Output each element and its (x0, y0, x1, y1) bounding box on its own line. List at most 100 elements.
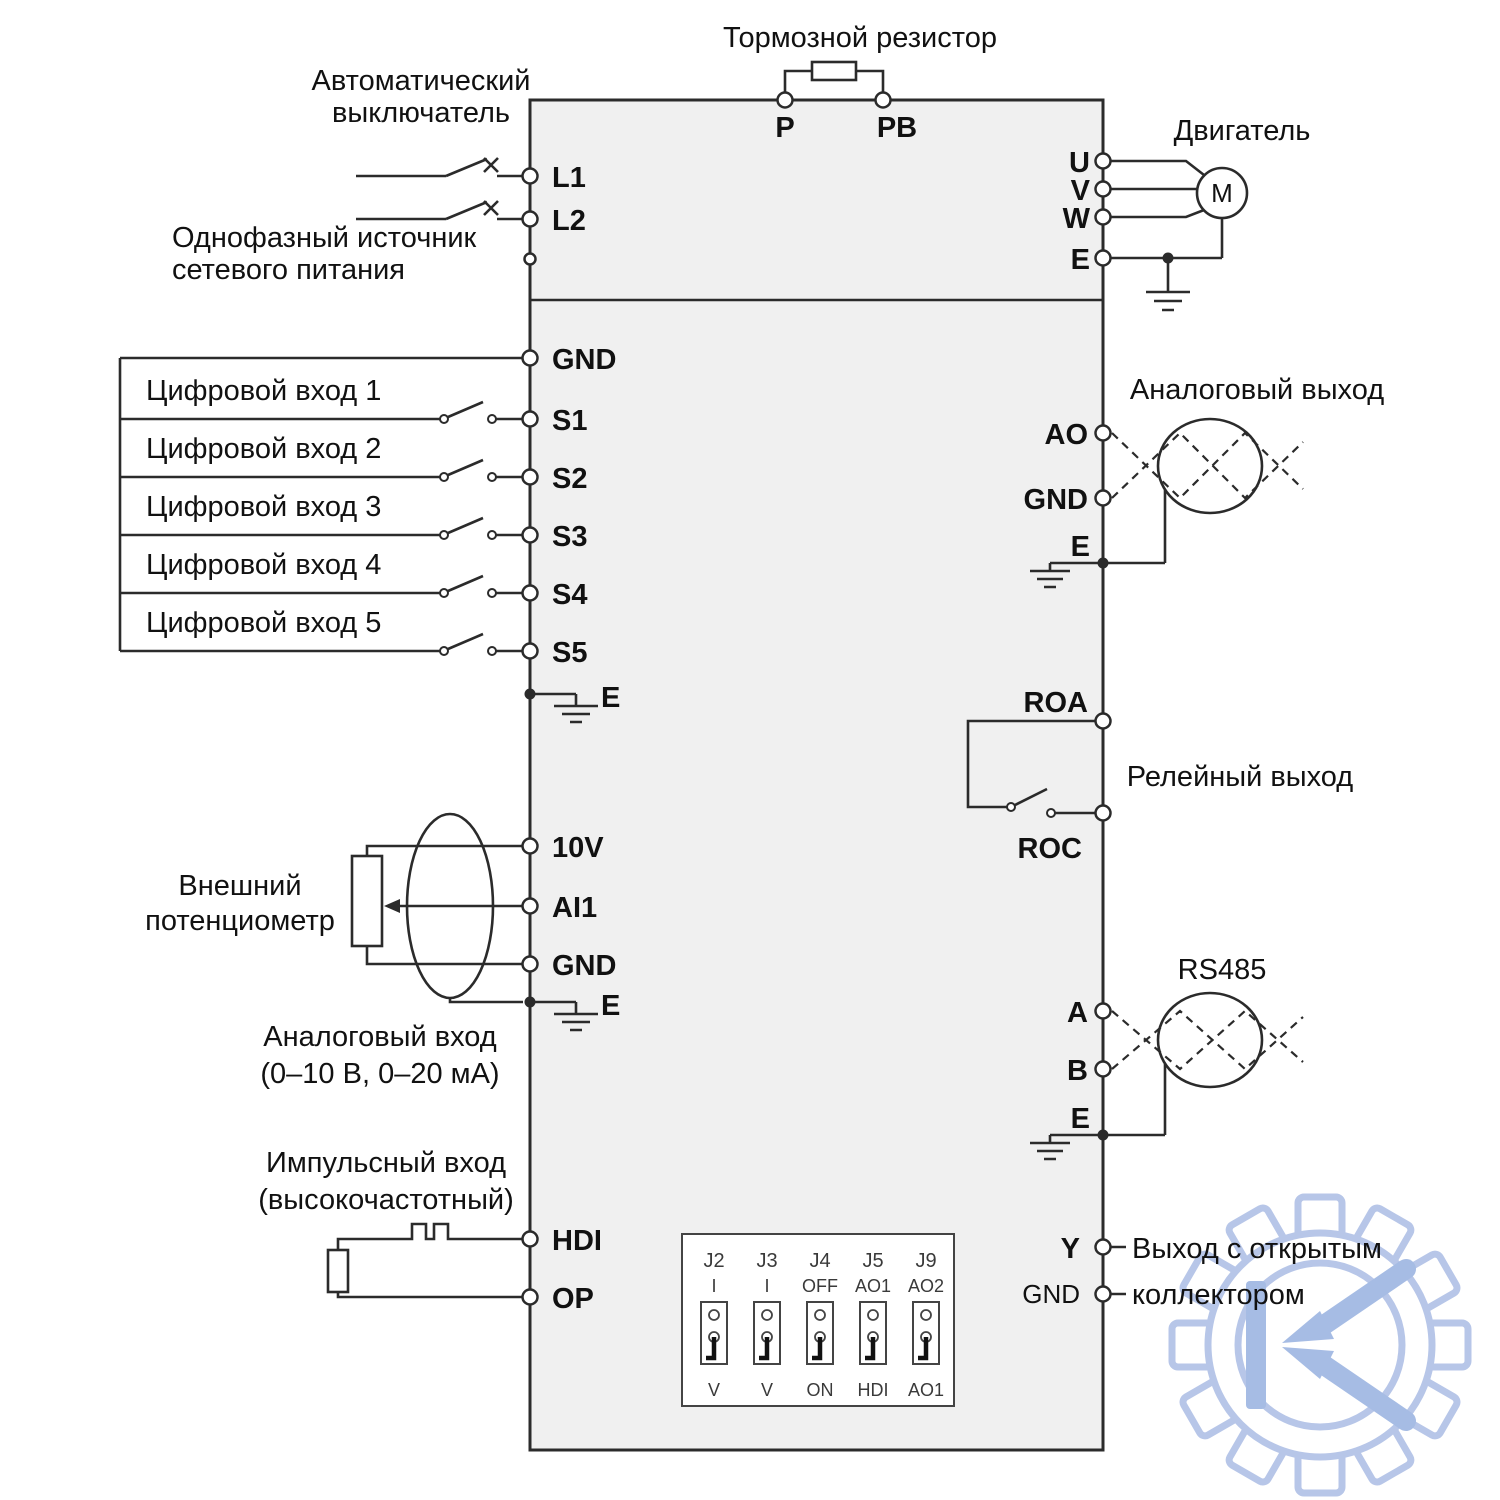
terminal-e-digital-label: E (601, 682, 620, 714)
motor-ground-icon (1146, 290, 1190, 312)
potentiometer-symbol (350, 854, 384, 948)
jumper-j4-bottom: ON (807, 1380, 834, 1400)
brake-resistor-section: Тормозной резистор P PB (723, 22, 997, 144)
terminal-p (776, 91, 794, 109)
terminal-s2 (521, 468, 539, 486)
analog-out-label: Аналоговый выход (1130, 374, 1384, 406)
jumper-j5-top: AO1 (855, 1276, 891, 1296)
digital-inputs-section: GND Цифровой вход 1 S1 Цифровой вход 2 S… (118, 344, 620, 724)
terminal-s1-label: S1 (552, 405, 587, 437)
motor-section: U V W E M Двигатель (1063, 115, 1311, 312)
terminal-roc-label: ROC (1018, 833, 1083, 865)
terminal-e-rs485 (1097, 1129, 1109, 1141)
terminal-ai1 (521, 897, 539, 915)
terminal-hdi (521, 1230, 539, 1248)
open-collector-section: Y GND Выход с открытым коллектором (1022, 1233, 1382, 1311)
terminal-gnd-ao (1094, 489, 1112, 507)
terminal-w-label: W (1063, 203, 1091, 235)
terminal-ao (1094, 424, 1112, 442)
analog-in-label-line2: (0–10 В, 0–20 мА) (260, 1058, 499, 1090)
terminal-s4-label: S4 (552, 579, 587, 611)
terminal-gnd-digital-label: GND (552, 344, 616, 376)
drive-enclosure-box (528, 98, 1105, 1452)
terminal-gnd-analog-label: GND (552, 950, 616, 982)
terminal-10v-label: 10V (552, 832, 604, 864)
pulse-label-line1: Импульсный вход (266, 1147, 506, 1179)
terminal-e-analog-label: E (601, 990, 620, 1022)
motor-label: Двигатель (1174, 115, 1311, 147)
terminal-u (1094, 152, 1112, 170)
digital-input-2-label: Цифровой вход 2 (146, 433, 381, 465)
analog-input-section: 10V AI1 GND E Внешний потенциометр Анало… (145, 812, 620, 1090)
terminal-pb (874, 91, 892, 109)
terminal-u-label: U (1069, 147, 1090, 179)
terminal-s4 (521, 584, 539, 602)
breaker-label-line2: выключатель (332, 97, 510, 129)
jumper-j9-bottom: AO1 (908, 1380, 944, 1400)
terminal-v-label: V (1071, 175, 1091, 207)
breaker-cross-marks (483, 157, 499, 216)
terminal-pe (523, 252, 537, 266)
terminal-v (1094, 180, 1112, 198)
motor-m-label: M (1211, 178, 1233, 208)
source-label-line2: сетевого питания (172, 254, 405, 286)
jumper-j2-name: J2 (703, 1250, 724, 1272)
ext-pot-label-line2: потенциометр (145, 905, 335, 937)
shielded-cable-rs485 (1156, 991, 1264, 1089)
terminal-b-label: B (1067, 1055, 1088, 1087)
digital-input-3-label: Цифровой вход 3 (146, 491, 381, 523)
digital-input-4-label: Цифровой вход 4 (146, 549, 381, 581)
jumper-j9-name: J9 (915, 1250, 936, 1272)
open-collector-label-line1: Выход с открытым (1132, 1233, 1382, 1265)
terminal-s1 (521, 410, 539, 428)
rs485-label: RS485 (1178, 954, 1267, 986)
source-label-line1: Однофазный источник (172, 222, 477, 254)
terminal-roa-label: ROA (1024, 687, 1089, 719)
pulse-label-line2: (высокочастотный) (258, 1184, 514, 1216)
digital-input-5-label: Цифровой вход 5 (146, 607, 381, 639)
terminal-op (521, 1288, 539, 1306)
terminal-gnd-y-label: GND (1022, 1279, 1080, 1309)
terminal-y-label: Y (1061, 1233, 1080, 1265)
analog-in-label-line1: Аналоговый вход (263, 1021, 497, 1053)
brake-resistor-label: Тормозной резистор (723, 22, 997, 54)
terminal-op-label: OP (552, 1283, 594, 1315)
terminal-w (1094, 208, 1112, 226)
terminal-10v (521, 837, 539, 855)
terminal-p-label: P (775, 112, 794, 144)
breaker-blades (445, 157, 488, 221)
terminal-e-ao-label: E (1071, 531, 1090, 563)
terminal-l2-label: L2 (552, 205, 586, 237)
analog-ground-icon (530, 1000, 598, 1032)
terminal-gnd-y (1094, 1285, 1112, 1303)
terminal-ao-label: AO (1045, 419, 1089, 451)
terminal-a-label: A (1067, 997, 1088, 1029)
terminal-gnd-analog (521, 955, 539, 973)
analog-output-section: AO GND E Аналоговый выход (1024, 374, 1384, 589)
terminal-s2-label: S2 (552, 463, 587, 495)
jumper-j4-name: J4 (809, 1250, 830, 1272)
terminal-b (1094, 1060, 1112, 1078)
pulse-input-section: HDI OP Импульсный вход (высокочастотный) (258, 1147, 602, 1315)
pulse-resistor-symbol (326, 1248, 350, 1294)
terminal-s3-label: S3 (552, 521, 587, 553)
terminal-s5 (521, 642, 539, 660)
terminal-e-ao (1097, 557, 1109, 569)
jumper-block: J2 I V J3 I V J4 OFF ON J5 AO1 HDI J9 AO… (681, 1233, 955, 1407)
mains-input-section: Автоматический выключатель L1 L2 Однофаз… (172, 65, 586, 286)
brake-resistor-symbol (810, 60, 858, 82)
terminal-s3 (521, 526, 539, 544)
jumper-j5-name: J5 (862, 1250, 883, 1272)
terminal-roc (1094, 804, 1112, 822)
terminal-e-power-label: E (1071, 244, 1090, 276)
terminal-y (1094, 1238, 1112, 1256)
terminal-l1 (521, 167, 539, 185)
digital-ground-icon (530, 692, 598, 724)
rs485-section: A B E RS485 (1030, 954, 1304, 1161)
terminal-a (1094, 1002, 1112, 1020)
open-collector-label-line2: коллектором (1132, 1279, 1305, 1311)
terminal-roa (1094, 712, 1112, 730)
terminal-gnd-ao-label: GND (1024, 484, 1088, 516)
